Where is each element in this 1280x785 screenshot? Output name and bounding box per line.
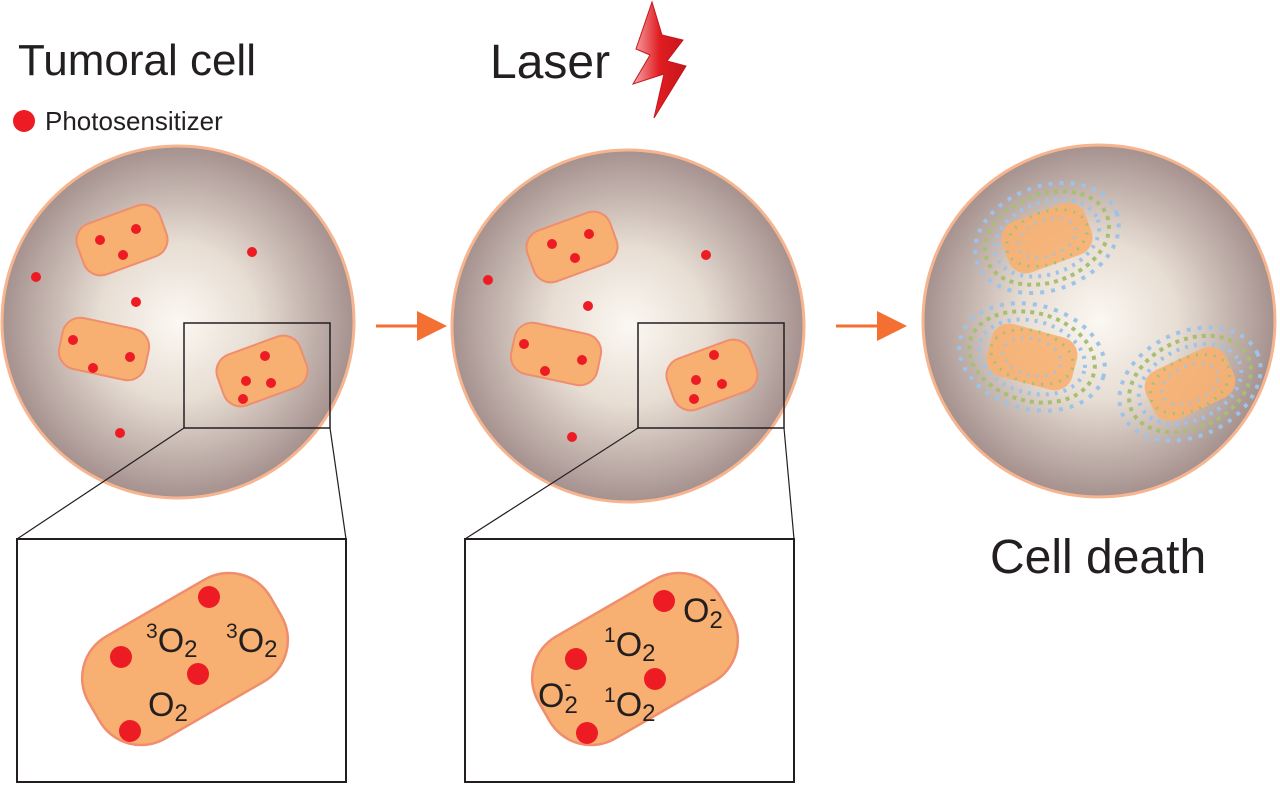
photosensitizer-dot bbox=[187, 663, 209, 685]
photosensitizer-dot bbox=[131, 297, 141, 307]
photosensitizer-dot bbox=[31, 272, 41, 282]
photosensitizer-dot bbox=[241, 376, 251, 386]
photosensitizer-dot bbox=[110, 646, 132, 668]
photosensitizer-dot bbox=[701, 250, 711, 260]
photosensitizer-dot bbox=[567, 432, 577, 442]
photosensitizer-dot bbox=[583, 301, 593, 311]
zoom-region-box bbox=[637, 322, 785, 429]
photosensitizer-dot bbox=[584, 229, 594, 239]
photosensitizer-dot bbox=[115, 428, 125, 438]
singlet-oxygen-label: 1O2 bbox=[604, 684, 656, 727]
photosensitizer-dot bbox=[576, 722, 598, 744]
photosensitizer-dot bbox=[88, 363, 98, 373]
singlet-oxygen-label: 1O2 bbox=[604, 624, 656, 667]
organelle-zoomed bbox=[530, 571, 740, 747]
cell-body bbox=[0, 144, 356, 500]
photosensitizer-dot bbox=[131, 224, 141, 234]
photosensitizer-dot bbox=[238, 394, 248, 404]
oxygen-label: O2 bbox=[148, 686, 188, 727]
dying-cell bbox=[921, 143, 1277, 499]
zoom-line bbox=[783, 427, 795, 540]
photosensitizer-dot bbox=[540, 366, 550, 376]
photosensitizer-dot bbox=[95, 235, 105, 245]
zoom-panel-tumoral: 3O2 3O2 O2 bbox=[16, 538, 347, 783]
damaged-organelle bbox=[973, 180, 1121, 296]
photosensitizer-dot bbox=[519, 339, 529, 349]
organelle bbox=[57, 316, 151, 382]
photosensitizer-dot bbox=[198, 586, 220, 608]
damaged-organelle bbox=[957, 301, 1107, 413]
photosensitizer-dot bbox=[577, 355, 587, 365]
cell-death-title: Cell death bbox=[990, 531, 1206, 584]
laser-title: Laser bbox=[490, 36, 610, 89]
photosensitizer-legend-dot bbox=[13, 110, 35, 132]
photosensitizer-dot bbox=[68, 335, 78, 345]
photosensitizer-dot bbox=[644, 668, 666, 690]
cell-body bbox=[450, 148, 806, 504]
organelle bbox=[215, 334, 309, 408]
zoom-panel-laser: 1O2 1O2 O-2 O-2 bbox=[464, 538, 795, 783]
organelle bbox=[509, 321, 603, 387]
zoom-line bbox=[464, 427, 639, 540]
photosensitizer-dot bbox=[717, 379, 727, 389]
tumoral-cell bbox=[0, 144, 356, 500]
organelle bbox=[525, 210, 619, 284]
photosensitizer-dot bbox=[118, 250, 128, 260]
zoom-region-box bbox=[183, 322, 331, 429]
photosensitizer-dot bbox=[547, 239, 557, 249]
photosensitizer-dot bbox=[483, 275, 493, 285]
photosensitizer-dot bbox=[570, 253, 580, 263]
photosensitizer-dot bbox=[260, 351, 270, 361]
photosensitizer-dot bbox=[247, 247, 257, 257]
organelle bbox=[75, 203, 169, 277]
zoom-line bbox=[16, 427, 185, 540]
triplet-oxygen-label: 3O2 bbox=[226, 620, 278, 663]
photosensitizer-dot bbox=[119, 720, 141, 742]
photosensitizer-dot bbox=[691, 375, 701, 385]
photosensitizer-dot bbox=[709, 350, 719, 360]
photosensitizer-dot bbox=[266, 378, 276, 388]
photosensitizer-legend-label: Photosensitizer bbox=[45, 106, 223, 136]
organelle-zoomed bbox=[80, 571, 290, 747]
photosensitizer-dot bbox=[565, 648, 587, 670]
photosensitizer-dot bbox=[125, 352, 135, 362]
superoxide-label: O-2 bbox=[683, 588, 723, 634]
laser-cell bbox=[450, 148, 806, 504]
photosensitizer-dot bbox=[689, 394, 699, 404]
zoom-line bbox=[329, 427, 347, 540]
photosensitizer-dot bbox=[653, 590, 675, 612]
superoxide-label: O-2 bbox=[538, 673, 578, 719]
tumoral-cell-title: Tumoral cell bbox=[18, 36, 256, 85]
organelle bbox=[665, 338, 759, 412]
cell-body bbox=[921, 143, 1277, 499]
triplet-oxygen-label: 3O2 bbox=[146, 620, 198, 663]
lightning-bolt-icon bbox=[631, 0, 687, 119]
damaged-organelle bbox=[1117, 325, 1263, 443]
